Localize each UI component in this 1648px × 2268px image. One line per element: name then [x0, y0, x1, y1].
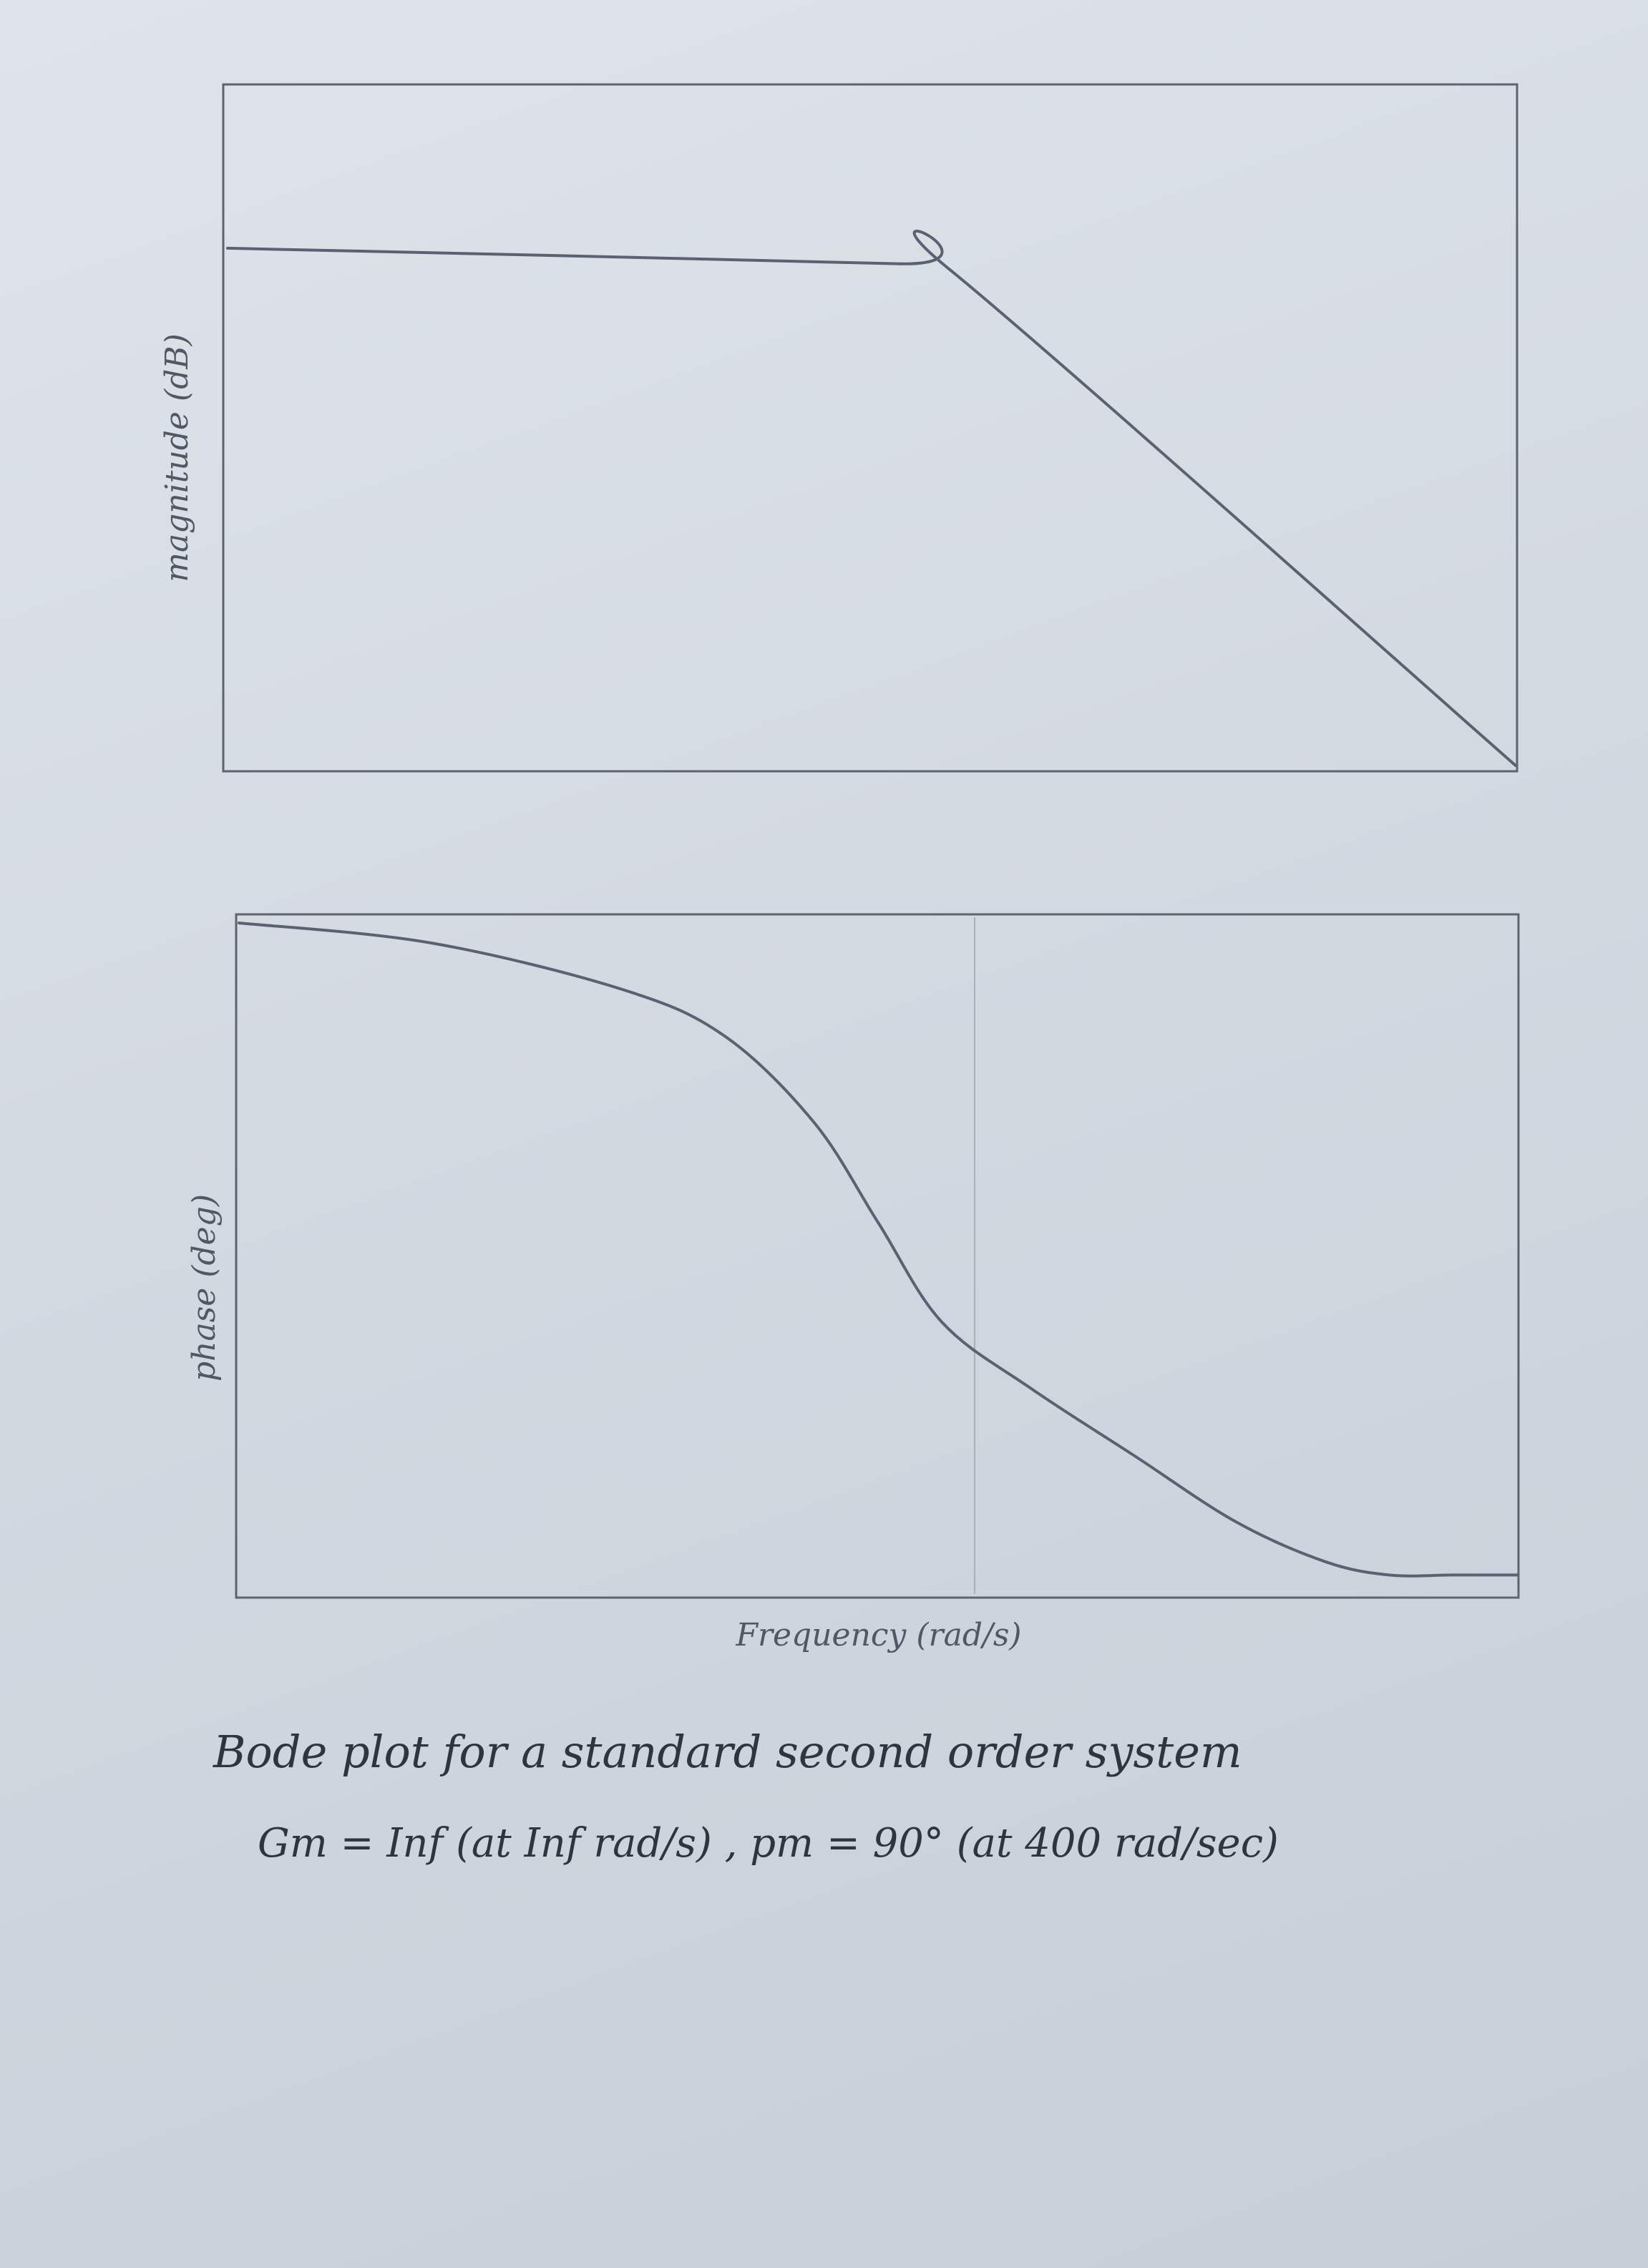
caption-title: Bode plot for a standard second order sy…	[213, 1726, 1242, 1778]
phase-plot: phase (deg) Frequency (rad/s)	[186, 913, 1520, 1653]
caption-margins: Gm = Inf (at Inf rad/s) , pm = 90° (at 4…	[258, 1820, 1279, 1867]
phase-axis-label: phase (deg)	[186, 1194, 223, 1382]
magnitude-plot: magnitude (dB)	[159, 83, 1518, 773]
magnitude-plot-frame	[222, 83, 1518, 773]
phase-curve	[238, 922, 1518, 1578]
frequency-axis-label: Frequency (rad/s)	[735, 1617, 1021, 1653]
phase-plot-frame	[235, 913, 1520, 1599]
magnitude-axis-label: magnitude (dB)	[159, 333, 195, 582]
magnitude-curve	[226, 230, 1517, 767]
